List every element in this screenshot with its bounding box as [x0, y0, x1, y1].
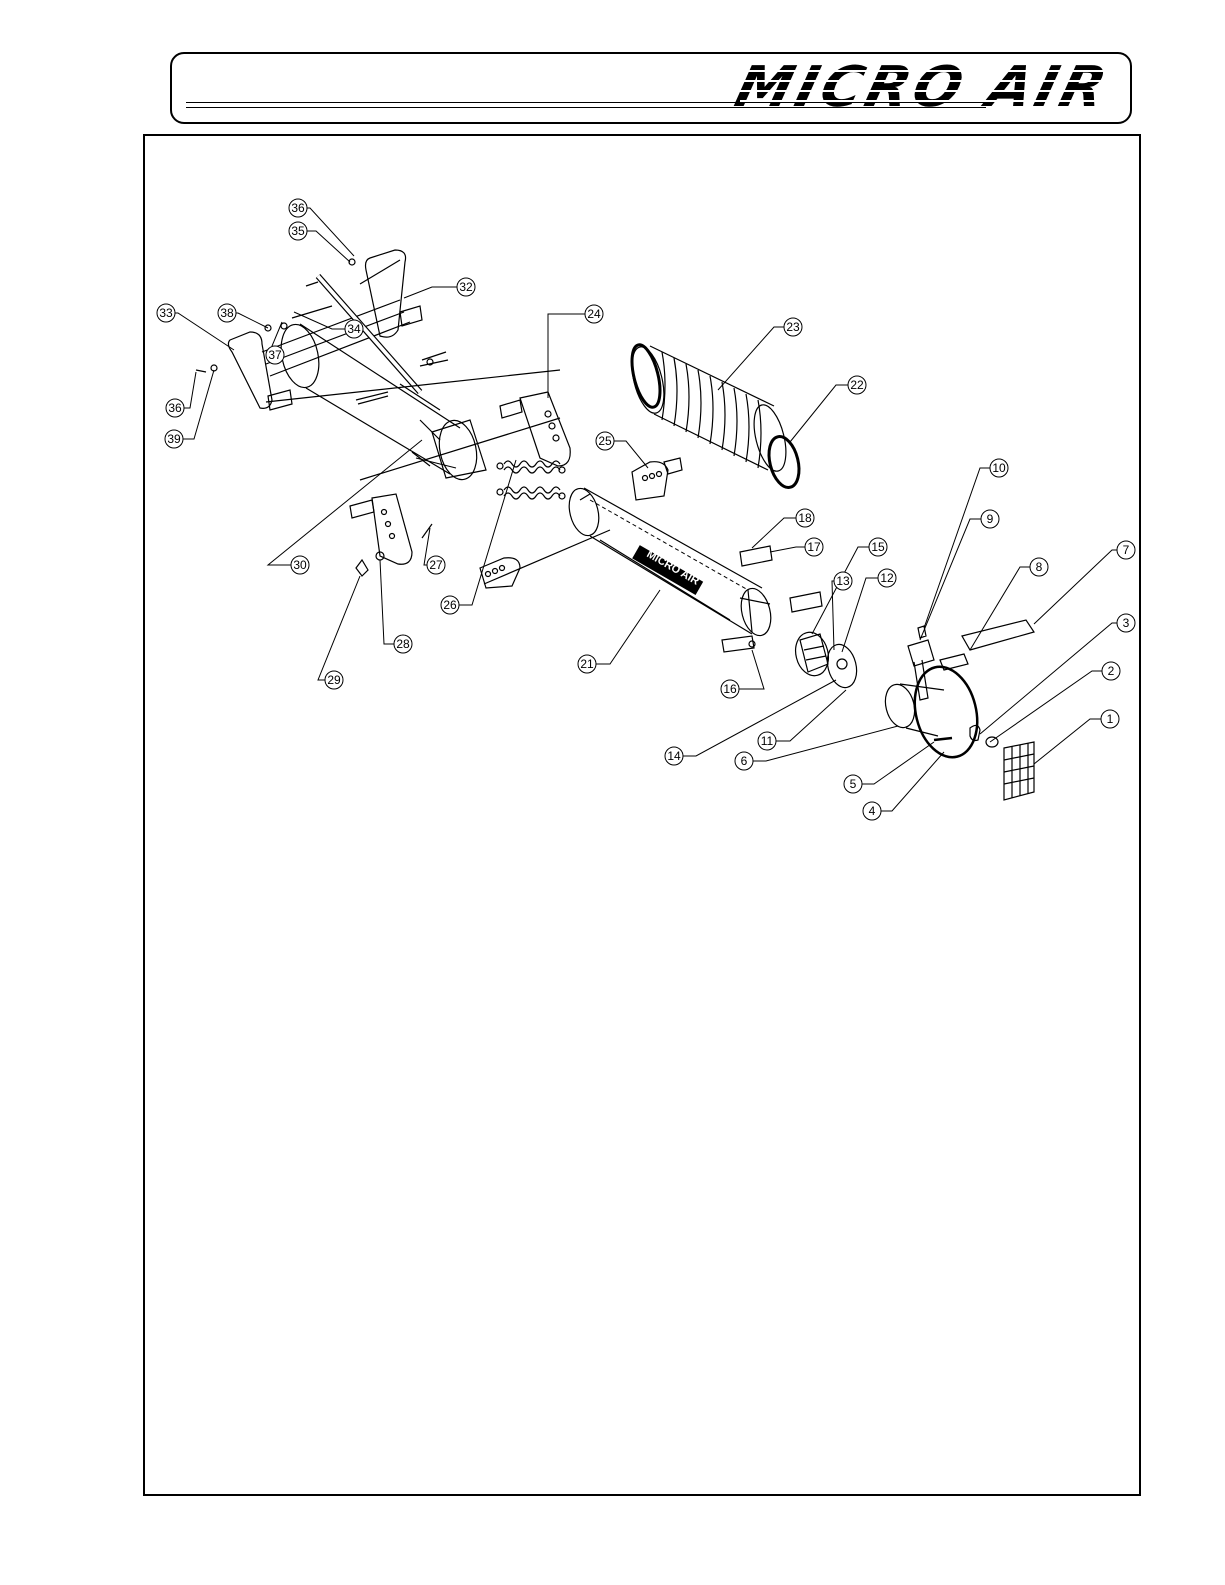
- callout-c2: 2: [1102, 662, 1120, 680]
- callout-c29: 29: [325, 671, 343, 689]
- callout-label: 14: [667, 749, 681, 763]
- callout-c23: 23: [784, 318, 802, 336]
- callout-label: 36: [168, 401, 182, 415]
- callout-label: 26: [443, 598, 457, 612]
- callout-label: 9: [987, 512, 994, 526]
- callout-label: 23: [786, 320, 800, 334]
- callout-label: 5: [850, 777, 857, 791]
- callout-c11: 11: [758, 732, 776, 750]
- callout-c3: 3: [1117, 614, 1135, 632]
- springs-26: [497, 461, 565, 499]
- callout-label: 28: [396, 637, 410, 651]
- callout-c8: 8: [1030, 558, 1048, 576]
- callout-c9: 9: [981, 510, 999, 528]
- callout-c32: 32: [457, 278, 475, 296]
- callout-c36a: 36: [289, 199, 307, 217]
- tube-7: [940, 620, 1034, 670]
- callout-c21: 21: [578, 655, 596, 673]
- callout-label: 39: [167, 432, 181, 446]
- leader-lines: [166, 208, 1124, 811]
- callout-c39: 39: [165, 430, 183, 448]
- callout-c10: 10: [990, 459, 1008, 477]
- callout-label: 11: [761, 734, 774, 748]
- cone-6: [881, 660, 986, 764]
- parts-17-18: [722, 546, 822, 652]
- callout-c22: 22: [848, 376, 866, 394]
- disk-13: [823, 641, 861, 690]
- callout-label: 36: [291, 201, 305, 215]
- callout-label: 12: [880, 571, 894, 585]
- callout-c14: 14: [665, 747, 683, 765]
- callout-c27: 27: [427, 556, 445, 574]
- fan-15: [791, 629, 833, 679]
- callout-label: 18: [798, 511, 812, 525]
- callout-c38: 38: [218, 304, 236, 322]
- callout-c15: 15: [869, 538, 887, 556]
- bracket-24: [500, 392, 570, 466]
- bracket-27: [350, 494, 432, 576]
- callout-label: 34: [347, 322, 361, 336]
- callout-label: 15: [871, 540, 885, 554]
- callout-c28: 28: [394, 635, 412, 653]
- callout-label: 2: [1108, 664, 1115, 678]
- flex-hose-23: [626, 342, 792, 474]
- callout-label: 16: [723, 682, 737, 696]
- callout-label: 17: [807, 540, 821, 554]
- callout-label: 1: [1107, 712, 1114, 726]
- callout-label: 24: [587, 307, 601, 321]
- callout-c34: 34: [345, 320, 363, 338]
- callout-label: 22: [850, 378, 864, 392]
- callout-label: 35: [291, 224, 305, 238]
- callout-label: 6: [741, 754, 748, 768]
- screen-1: [1004, 742, 1034, 800]
- callout-label: 3: [1123, 616, 1130, 630]
- callout-c4: 4: [863, 802, 881, 820]
- clamp-22: [764, 433, 804, 490]
- callout-c1: 1: [1101, 710, 1119, 728]
- callout-label: 32: [459, 280, 473, 294]
- callout-c26: 26: [441, 596, 459, 614]
- bracket-25: [632, 458, 682, 500]
- callout-c18: 18: [796, 509, 814, 527]
- callout-c33: 33: [157, 304, 175, 322]
- rear-bracket-assembly: [228, 250, 422, 410]
- callout-c16: 16: [721, 680, 739, 698]
- callout-label: 25: [598, 434, 612, 448]
- callout-c6: 6: [735, 752, 753, 770]
- callout-label: 38: [220, 306, 234, 320]
- callout-c36b: 36: [166, 399, 184, 417]
- callout-label: 33: [159, 306, 173, 320]
- callout-c17: 17: [805, 538, 823, 556]
- callout-label: 13: [836, 574, 850, 588]
- callout-c37: 37: [266, 346, 284, 364]
- callout-label: 37: [268, 348, 282, 362]
- callout-c35: 35: [289, 222, 307, 240]
- callout-c25: 25: [596, 432, 614, 450]
- callout-c13: 13: [834, 572, 852, 590]
- callout-label: 30: [293, 558, 307, 572]
- callout-c24: 24: [585, 305, 603, 323]
- callout-c30: 30: [291, 556, 309, 574]
- callout-label: 4: [869, 804, 876, 818]
- callout-label: 8: [1036, 560, 1043, 574]
- callout-c7: 7: [1117, 541, 1135, 559]
- bracket-lower-left: [480, 530, 610, 588]
- callout-label: 29: [327, 673, 341, 687]
- callout-label: 10: [992, 461, 1006, 475]
- callout-c12: 12: [878, 569, 896, 587]
- callout-label: 7: [1123, 543, 1130, 557]
- callout-label: 27: [429, 558, 443, 572]
- callout-c5: 5: [844, 775, 862, 793]
- callout-label: 21: [580, 657, 594, 671]
